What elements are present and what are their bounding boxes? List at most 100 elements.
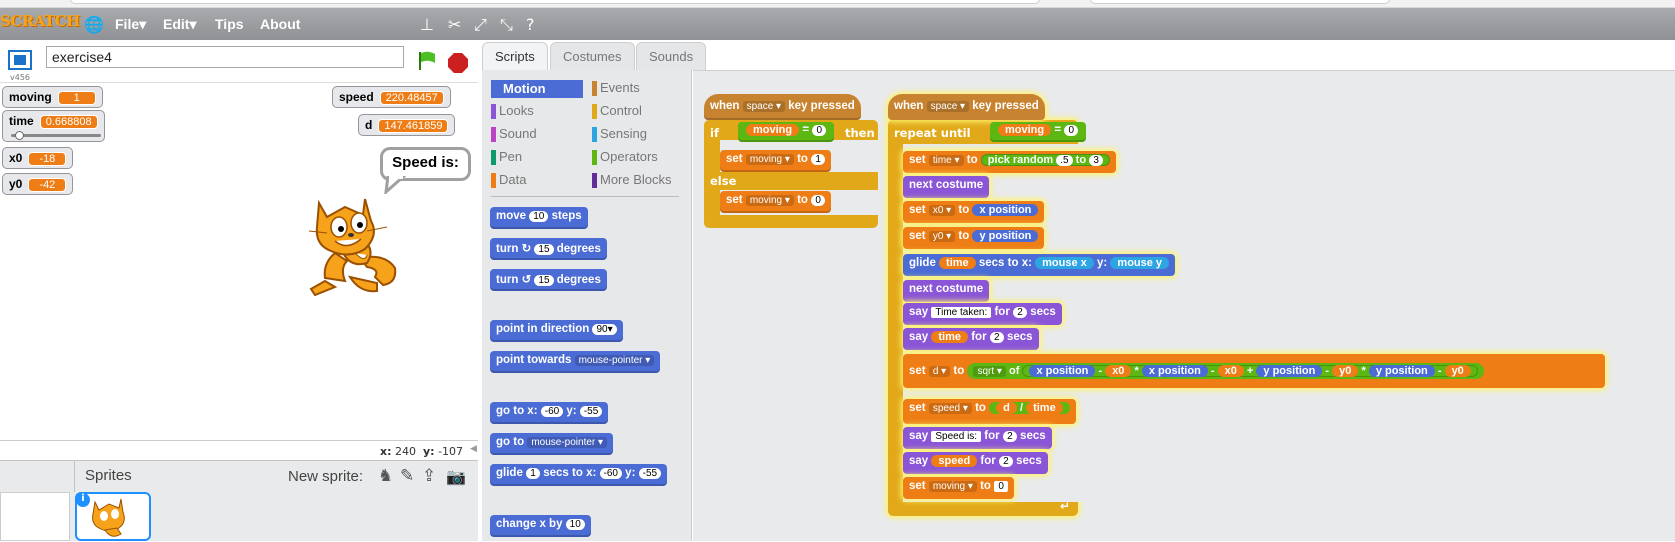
pick-random-reporter[interactable]: pick random .5 to 3 bbox=[980, 154, 1111, 166]
block-dropdown[interactable]: space ▾ bbox=[926, 101, 970, 112]
block-point-towards[interactable]: point towards mouse-pointer ▾ bbox=[490, 351, 661, 373]
d-reporter[interactable]: d bbox=[996, 402, 1017, 414]
block-input[interactable]: 0 bbox=[1064, 125, 1079, 136]
mouse-x-reporter[interactable]: mouse x bbox=[1035, 257, 1094, 269]
block-input[interactable]: 3 bbox=[1089, 155, 1104, 166]
paint-brush-icon[interactable]: ✎ bbox=[400, 466, 415, 486]
block-change-x[interactable]: change x by 10 bbox=[490, 515, 591, 537]
set-d-sqrt[interactable]: set d ▾ to sqrt ▾ of x position - x0 * x… bbox=[903, 354, 1605, 388]
category-sensing[interactable]: Sensing bbox=[592, 126, 647, 142]
say-time-taken[interactable]: say Time taken: for 2 secs bbox=[903, 303, 1062, 325]
set-moving-to-0[interactable]: set moving ▾ to 0 bbox=[720, 191, 832, 213]
category-pen[interactable]: Pen bbox=[491, 149, 522, 165]
y-position-reporter[interactable]: y position bbox=[1368, 365, 1435, 377]
block-input[interactable]: 2 bbox=[1002, 431, 1017, 442]
category-motion[interactable]: Motion bbox=[491, 80, 583, 98]
menu-edit[interactable]: Edit▾ bbox=[163, 16, 197, 32]
sqrt-reporter[interactable]: sqrt ▾ of x position - x0 * x position -… bbox=[967, 363, 1484, 379]
divide-reporter[interactable]: d / time bbox=[989, 402, 1070, 414]
block-move-steps[interactable]: move 10 steps bbox=[490, 207, 588, 229]
block-input[interactable]: -60 bbox=[540, 406, 564, 417]
block-dropdown[interactable]: speed ▾ bbox=[928, 403, 972, 414]
block-input[interactable]: Speed is: bbox=[931, 431, 982, 442]
time-slider-track[interactable] bbox=[11, 134, 101, 137]
y0-reporter[interactable]: y0 bbox=[1444, 365, 1471, 377]
block-input[interactable]: 10 bbox=[529, 211, 549, 222]
block-dropdown[interactable]: space ▾ bbox=[742, 101, 786, 112]
variable-reporter[interactable]: moving bbox=[746, 124, 800, 136]
block-input[interactable]: -55 bbox=[579, 406, 603, 417]
block-input[interactable]: 2 bbox=[998, 456, 1013, 467]
block-dropdown[interactable]: moving ▾ bbox=[745, 195, 794, 206]
repeat-condition[interactable]: moving = 0 bbox=[990, 122, 1087, 142]
cat-sprite[interactable] bbox=[305, 193, 405, 298]
block-dropdown[interactable]: d ▾ bbox=[928, 366, 951, 377]
next-costume-2[interactable]: next costume bbox=[903, 280, 990, 302]
sprite-info-icon[interactable]: i bbox=[76, 493, 90, 507]
block-input[interactable]: 1 bbox=[526, 468, 541, 479]
say-speed[interactable]: say speed for 2 secs bbox=[903, 452, 1048, 474]
block-turn-left[interactable]: turn ↺ 15 degrees bbox=[490, 269, 607, 291]
green-flag-icon[interactable] bbox=[416, 50, 438, 72]
glide-to-mouse[interactable]: glide time secs to x: mouse x y: mouse y bbox=[903, 254, 1176, 276]
block-input[interactable]: 15 bbox=[534, 275, 554, 286]
browser-search-field[interactable] bbox=[1090, 0, 1390, 4]
block-dropdown[interactable]: moving ▾ bbox=[745, 154, 794, 165]
variable-reporter[interactable]: moving bbox=[998, 124, 1052, 136]
category-looks[interactable]: Looks bbox=[491, 103, 534, 119]
tab-costumes[interactable]: Costumes bbox=[550, 42, 635, 70]
block-dropdown[interactable]: x0 ▾ bbox=[928, 205, 956, 216]
sprite-library-icon[interactable]: ♞ bbox=[378, 466, 394, 486]
camera-icon[interactable]: 📷 bbox=[446, 467, 466, 486]
stage[interactable] bbox=[0, 82, 478, 442]
x-position-reporter[interactable]: x position bbox=[972, 204, 1039, 216]
x0-reporter[interactable]: x0 bbox=[1217, 365, 1244, 377]
say-time[interactable]: say time for 2 secs bbox=[903, 328, 1039, 350]
set-speed[interactable]: set speed ▾ to d / time bbox=[903, 399, 1076, 424]
duplicate-stamp-icon[interactable]: ⊥ bbox=[420, 15, 434, 34]
grow-icon[interactable]: ⤢ bbox=[474, 15, 487, 34]
category-more-blocks[interactable]: More Blocks bbox=[592, 172, 672, 188]
project-title-input[interactable]: exercise4 bbox=[46, 46, 404, 68]
set-moving-to-1[interactable]: set moving ▾ to 1 bbox=[720, 150, 832, 172]
y-position-reporter[interactable]: y position bbox=[972, 230, 1039, 242]
delete-scissors-icon[interactable]: ✂ bbox=[448, 15, 462, 34]
block-dropdown[interactable]: mouse-pointer ▾ bbox=[574, 355, 655, 366]
mouse-y-reporter[interactable]: mouse y bbox=[1110, 257, 1170, 269]
category-operators[interactable]: Operators bbox=[592, 149, 658, 165]
shrink-icon[interactable]: ⤡ bbox=[500, 15, 513, 34]
hat-when-key-pressed[interactable]: when space ▾ key pressed bbox=[704, 94, 861, 120]
block-input[interactable]: 10 bbox=[565, 519, 585, 530]
x-position-reporter[interactable]: x position bbox=[1029, 365, 1096, 377]
block-turn-right[interactable]: turn ↻ 15 degrees bbox=[490, 238, 607, 260]
block-dropdown[interactable]: y0 ▾ bbox=[928, 231, 956, 242]
time-reporter[interactable]: time bbox=[1026, 402, 1063, 414]
block-point-direction[interactable]: point in direction 90▾ bbox=[490, 320, 623, 342]
sum-reporter[interactable]: x position - x0 * x position - x0 + y po… bbox=[1022, 365, 1478, 377]
monitor-x0[interactable]: x0-18 bbox=[2, 147, 74, 169]
block-input[interactable]: 1 bbox=[811, 154, 826, 165]
category-control[interactable]: Control bbox=[592, 103, 642, 119]
category-events[interactable]: Events bbox=[592, 80, 640, 96]
set-x0[interactable]: set x0 ▾ to x position bbox=[903, 201, 1045, 223]
set-moving-final[interactable]: set moving ▾ to 0 bbox=[903, 477, 1015, 499]
block-goto-target[interactable]: go to mouse-pointer ▾ bbox=[490, 433, 614, 455]
monitor-y0[interactable]: y0-42 bbox=[2, 173, 74, 195]
block-input[interactable]: 2 bbox=[1013, 307, 1028, 318]
block-glide[interactable]: glide 1 secs to x: -60 y: -55 bbox=[490, 464, 668, 486]
set-time-random[interactable]: set time ▾ to pick random .5 to 3 bbox=[903, 151, 1117, 173]
scratch-logo[interactable]: SCRATCH bbox=[0, 12, 80, 30]
block-dropdown[interactable]: sqrt ▾ bbox=[973, 366, 1006, 377]
stop-sign-icon[interactable] bbox=[447, 52, 469, 74]
set-y0[interactable]: set y0 ▾ to y position bbox=[903, 227, 1045, 249]
block-input[interactable]: 2 bbox=[989, 332, 1004, 343]
menu-file[interactable]: File▾ bbox=[115, 16, 147, 32]
tab-scripts[interactable]: Scripts bbox=[482, 42, 548, 70]
help-icon[interactable]: ? bbox=[526, 15, 535, 34]
block-input[interactable]: 0 bbox=[994, 481, 1009, 492]
language-globe-icon[interactable]: 🌐 bbox=[84, 15, 104, 34]
upload-icon[interactable]: ⇪ bbox=[422, 466, 437, 486]
say-speed-is[interactable]: say Speed is: for 2 secs bbox=[903, 427, 1052, 449]
